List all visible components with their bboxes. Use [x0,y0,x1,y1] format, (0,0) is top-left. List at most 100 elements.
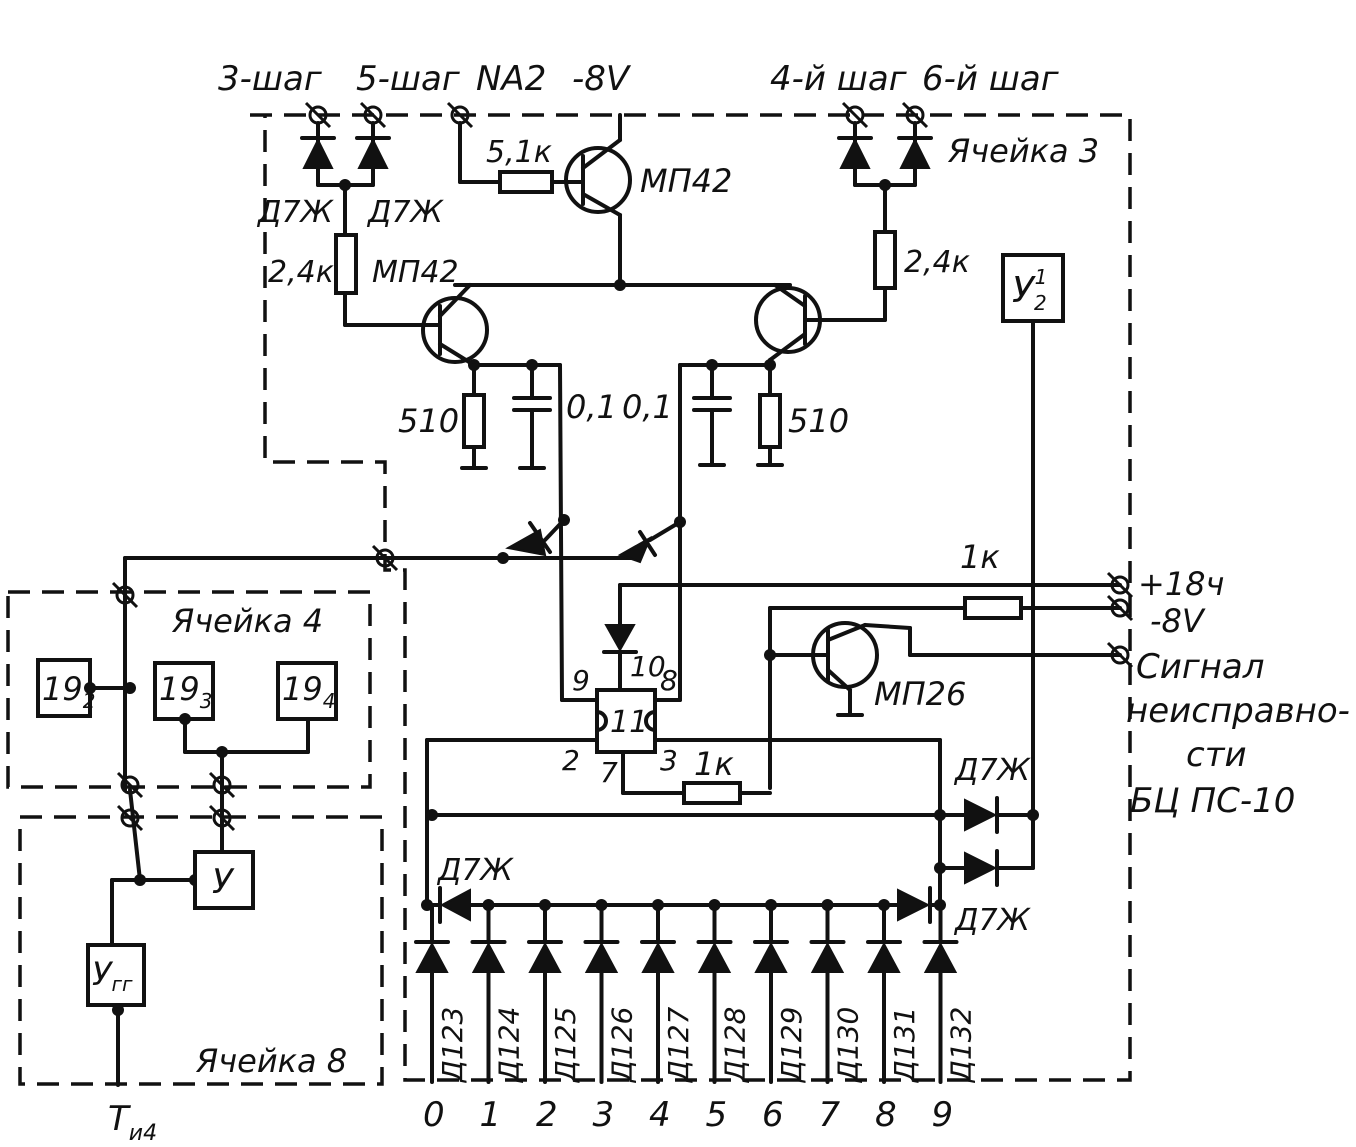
diode-label: Д126 [606,1007,639,1084]
decoder-diode: Д131 8 [866,899,921,1135]
label-5-1k: 5,1к [486,135,552,170]
trigger-cross-wiring [123,363,686,702]
label-signal-2: неисправно- [1126,691,1350,731]
label-2-4k-left: 2,4к [268,255,334,290]
cell-3-enclosure [250,113,1132,1082]
label-d7zh-right1: Д7Ж [953,753,1032,788]
label-pin-2: 2 [562,744,580,777]
label-mp26: МП26 [874,675,966,713]
label-cell4: Ячейка 4 [171,602,323,640]
label-cap-left: 0,1 [566,388,617,426]
resistor-510-left [460,359,488,470]
diode-label: Д131 [888,1007,921,1084]
right-input-diodes [837,121,933,234]
digit-label: 4 [649,1095,671,1135]
label-d7zh-right2: Д7Ж [953,903,1032,938]
resistor-2-4k-left [334,233,427,327]
label-pin-9: 9 [572,664,590,697]
diode-label: Д132 [945,1007,978,1084]
label-mp42-left: МП42 [372,255,459,290]
label-19-2: 192 [42,670,95,713]
label-plus18: +18ч [1138,565,1224,603]
label-step5: 5-шаг [356,59,461,99]
diode-label: Д130 [832,1007,865,1084]
digit-label: 9 [932,1095,954,1135]
label-d7zh-mid: Д7Ж [436,853,515,888]
digit-label: 2 [536,1095,558,1135]
resistor-5-1k [458,121,574,194]
label-1k-top: 1к [960,538,1000,576]
label-19-3: 193 [159,670,212,713]
label-d7zh-left2: Д7Ж [366,195,445,230]
cell-boundary-terminals [116,771,236,832]
label-signal-3: сти [1186,735,1247,775]
decoder-diode: Д126 3 [583,899,639,1135]
label-ti4: Ти4 [108,1099,157,1146]
decoder-diode: Д132 9 [922,903,978,1135]
ic-11 [425,688,942,805]
label-19-4: 194 [282,670,335,713]
transistor-mp26 [768,621,912,717]
diode-label: Д127 [662,1006,695,1084]
label-block-ygg: Угг [92,955,133,996]
label-pin-10: 10 [630,650,666,683]
label-step3: 3-шаг [218,59,323,99]
diode-label: Д125 [549,1007,582,1084]
label-510-right: 510 [788,402,849,440]
cell-8-wiring [86,788,255,1087]
digit-label: 8 [875,1095,897,1135]
label-step6: 6-й шаг [922,59,1060,99]
resistor-510-right [756,359,784,467]
supply-rails [602,583,1122,790]
digit-label: 6 [762,1095,784,1135]
label-minus8v-right: -8V [1150,602,1206,640]
emitter-rail [453,279,792,291]
label-d7zh-left1: Д7Ж [256,195,335,230]
decoder-diode: Д130 7 [809,899,865,1135]
transistor-mp42-top [564,113,632,287]
label-cell3: Ячейка 3 [947,132,1099,170]
label-signal-4: БЦ ПС-10 [1130,781,1295,821]
label-pin-8: 8 [660,664,678,697]
capacitor-left [512,359,552,470]
label-510-left: 510 [398,402,459,440]
diode-label: Д128 [719,1007,752,1084]
label-signal-1: Сигнал [1136,647,1265,687]
cell-8-enclosure [18,815,384,1086]
digit-label: 1 [480,1095,502,1135]
decoder-diode: Д127 4 [640,899,695,1135]
label-ic-11: 11 [610,705,648,740]
digit-label: 5 [706,1095,728,1135]
left-input-diodes [300,121,391,237]
decoder-diode: Д125 2 [527,899,582,1135]
capacitor-right [692,359,732,467]
transistor-mp42-left [421,283,562,367]
resistor-2-4k-right [873,230,897,322]
terminals-right [1106,571,1134,669]
label-mp42-top: МП42 [640,162,732,200]
label-pin-7: 7 [600,756,618,789]
block-y2-prime [1001,253,1065,870]
label-block-y: У [212,862,235,902]
transistor-mp42-right [678,283,887,397]
label-na2: NA2 [476,59,546,99]
decoder-diode: Д128 5 [696,899,752,1135]
label-2-4k-right: 2,4к [904,245,970,280]
label-step4: 4-й шаг [770,59,908,99]
digit-label: 7 [819,1095,841,1135]
cell-4-wiring [36,556,338,872]
diode-label: Д124 [493,1007,526,1084]
diode-label: Д123 [436,1007,469,1084]
label-cap-right: 0,1 [622,388,673,426]
cell-4-enclosure [6,590,372,789]
digit-label: 3 [593,1095,615,1135]
label-minus8v-top: -8V [572,59,632,99]
label-cell8: Ячейка 8 [195,1042,347,1080]
label-y2: У21 [1012,265,1047,315]
label-pin-3: 3 [660,744,678,777]
label-1k-bottom: 1к [694,745,734,783]
